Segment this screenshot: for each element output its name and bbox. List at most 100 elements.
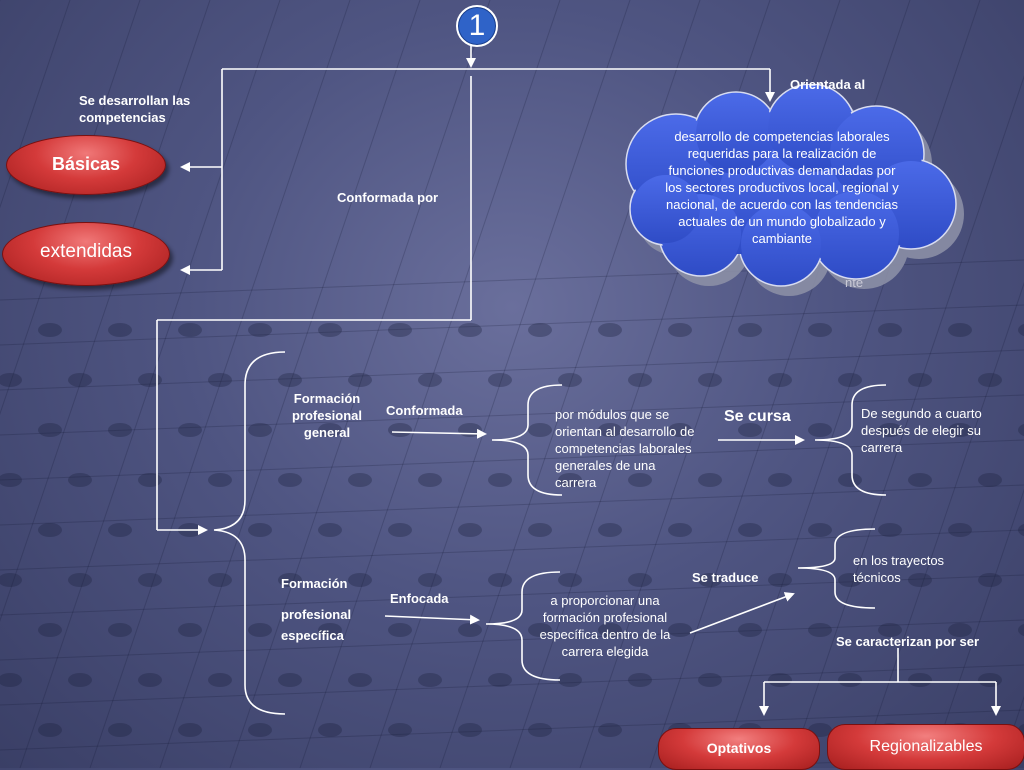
conformada-arrow: [391, 428, 487, 439]
texture-dot: [138, 573, 162, 587]
texture-dot: [808, 423, 832, 437]
texture-dot: [808, 523, 832, 537]
texture-dot: [948, 523, 972, 537]
texture-dot: [598, 523, 622, 537]
texture-dot: [628, 673, 652, 687]
texture-dot: [668, 623, 692, 637]
se-caracterizan-label: Se caracterizan por ser: [836, 634, 980, 649]
texture-dot: [278, 673, 302, 687]
texture-dot: [138, 373, 162, 387]
conformada-por-label: Conformada por: [337, 190, 439, 205]
texture-dot: [178, 323, 202, 337]
formacion-general-label: Formación profesional general: [291, 391, 363, 440]
texture-dot: [108, 323, 132, 337]
extendidas-pill: extendidas: [2, 222, 170, 286]
texture-dot: [488, 673, 512, 687]
texture-dot: [388, 723, 412, 737]
texture-dot: [628, 573, 652, 587]
texture-dot: [668, 323, 692, 337]
texture-dot: [178, 723, 202, 737]
proporcionar-text: a proporcionar una formación profesional…: [539, 593, 671, 659]
texture-dot: [208, 673, 232, 687]
optativos-pill: Optativos: [658, 728, 820, 770]
texture-dot: [768, 473, 792, 487]
texture-dot: [488, 473, 512, 487]
texture-dot: [0, 673, 22, 687]
texture-dot: [458, 523, 482, 537]
texture-dot: [668, 523, 692, 537]
texture-dot: [878, 423, 902, 437]
texture-dot: [808, 323, 832, 337]
texture-dot: [768, 573, 792, 587]
texture-dot: [908, 673, 932, 687]
texture-dot: [38, 523, 62, 537]
texture-dot: [488, 573, 512, 587]
texture-dot: [598, 323, 622, 337]
texture-dot: [1018, 623, 1024, 637]
formacion-especifica-line1: Formación: [281, 576, 348, 591]
texture-dot: [528, 323, 552, 337]
texture-dot: [318, 623, 342, 637]
texture-dot: [738, 423, 762, 437]
texture-dot: [838, 573, 862, 587]
texture-dot: [348, 673, 372, 687]
cloud-shadow-text: nte: [845, 275, 864, 290]
modulos-brace: [491, 384, 563, 496]
texture-dot: [418, 473, 442, 487]
segundo-cuarto-text: De segundo a cuarto después de elegir su…: [861, 406, 982, 455]
texture-dot: [38, 323, 62, 337]
texture-dot: [388, 623, 412, 637]
texture-dot: [878, 523, 902, 537]
texture-dot: [248, 623, 272, 637]
texture-dot: [908, 573, 932, 587]
trayectos-brace: [797, 528, 876, 609]
cloud-shape: [625, 84, 964, 296]
segundo-brace: [814, 384, 887, 496]
basicas-pill: Básicas: [6, 135, 166, 195]
texture-dot: [908, 473, 932, 487]
texture-dot: [598, 623, 622, 637]
texture-dot: [978, 473, 1002, 487]
enfocada-label: Enfocada: [390, 591, 449, 606]
main-brace: [213, 351, 286, 715]
texture-dot: [948, 323, 972, 337]
texture-dot: [68, 373, 92, 387]
modulos-text: por módulos que se orientan al desarroll…: [555, 407, 695, 490]
texture-dot: [628, 373, 652, 387]
texture-dot: [488, 373, 512, 387]
texture-dot: [948, 623, 972, 637]
se-traduce-label: Se traduce: [692, 570, 759, 585]
formacion-especifica-line3: específica: [281, 628, 344, 643]
texture-dot: [878, 623, 902, 637]
texture-dot: [0, 373, 22, 387]
texture-dot: [68, 573, 92, 587]
texture-dot: [838, 373, 862, 387]
texture-dot: [528, 623, 552, 637]
texture-dot: [318, 723, 342, 737]
texture-dot: [108, 723, 132, 737]
texture-dot: [808, 623, 832, 637]
texture-dot: [1018, 423, 1024, 437]
step-number-badge: 1: [456, 5, 498, 47]
texture-dot: [278, 573, 302, 587]
texture-dot: [68, 673, 92, 687]
texture-dot: [768, 673, 792, 687]
texture-dot: [208, 373, 232, 387]
texture-dot: [768, 373, 792, 387]
texture-dot: [738, 323, 762, 337]
se-cursa-label: Se cursa: [724, 408, 791, 425]
se-traduce-arrow: [689, 592, 795, 634]
formacion-especifica-line2: profesional: [281, 607, 352, 622]
texture-dot: [38, 723, 62, 737]
texture-dot: [458, 323, 482, 337]
texture-dot: [348, 473, 372, 487]
texture-dot: [0, 473, 22, 487]
texture-dot: [138, 673, 162, 687]
texture-dot: [388, 323, 412, 337]
enfocada-arrow: [384, 614, 480, 625]
texture-dot: [278, 473, 302, 487]
texture-dot: [38, 623, 62, 637]
